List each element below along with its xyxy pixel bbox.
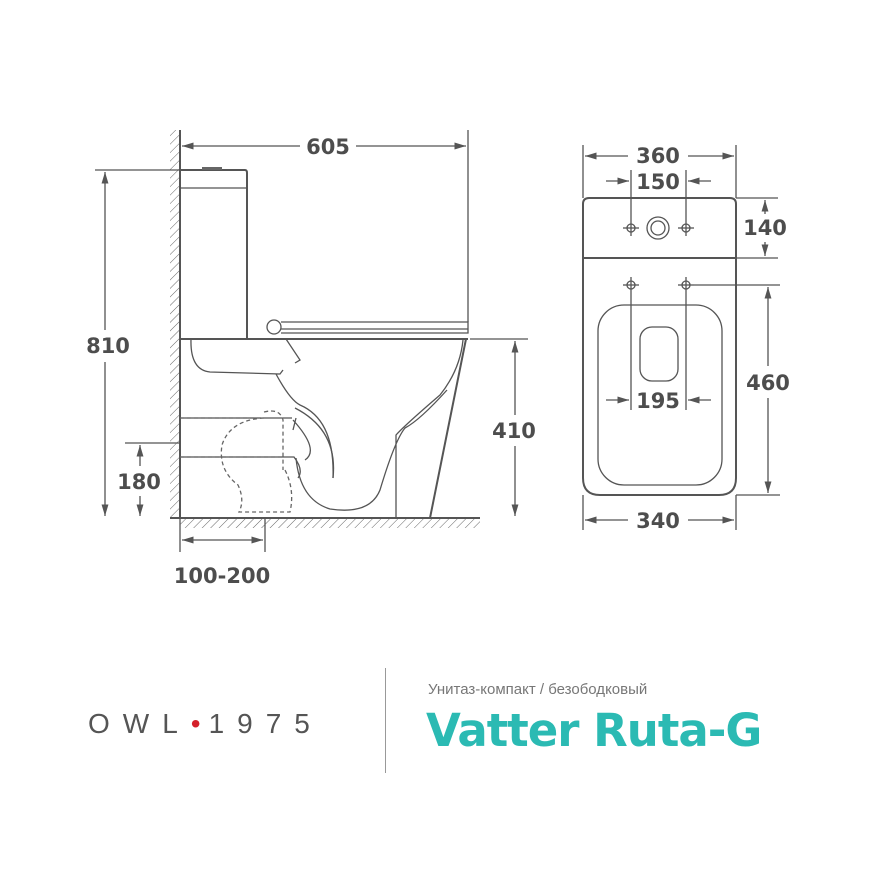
dim-tank-holes: 150 <box>636 170 680 194</box>
seat-top <box>597 304 723 486</box>
floor-hatch <box>180 518 480 528</box>
dim-outlet-height: 180 <box>117 470 161 494</box>
side-view <box>170 130 480 528</box>
dim-length: 605 <box>306 135 350 159</box>
bowl-opening <box>639 326 679 382</box>
product-subtitle: Унитаз-компакт / безободковый <box>428 681 648 698</box>
top-view <box>582 197 737 496</box>
brand-name: OWL <box>88 708 191 739</box>
divider <box>385 668 386 773</box>
dim-top-width: 360 <box>636 144 680 168</box>
brand-logo: OWL•1975 <box>88 708 323 740</box>
tank-top <box>582 197 737 259</box>
bowl-front <box>429 338 467 519</box>
dim-bowl-length: 460 <box>746 371 790 395</box>
crosshair-icons <box>623 220 694 293</box>
wall-hatch <box>170 130 180 518</box>
flush-button-side <box>202 167 222 170</box>
top-dimensions: 360 150 140 460 195 340 <box>582 144 790 533</box>
dim-outlet-distance: 100-200 <box>174 564 270 588</box>
product-title: Vatter Ruta-G <box>426 704 762 757</box>
dim-height: 810 <box>86 334 130 358</box>
flush-button-icon <box>646 216 670 240</box>
dim-bowl-height: 410 <box>492 419 536 443</box>
seat-side <box>281 321 469 334</box>
dim-tank-depth: 140 <box>743 216 787 240</box>
bowl-top <box>582 258 737 496</box>
dim-base-width: 340 <box>636 509 680 533</box>
seat-hinge <box>266 319 282 335</box>
dim-mount-holes: 195 <box>636 389 680 413</box>
side-dimensions: 605 810 410 180 100-200 <box>86 130 536 588</box>
brand-year: 1975 <box>208 708 323 739</box>
tank-outline <box>180 169 248 339</box>
brand-dot: • <box>190 708 209 739</box>
